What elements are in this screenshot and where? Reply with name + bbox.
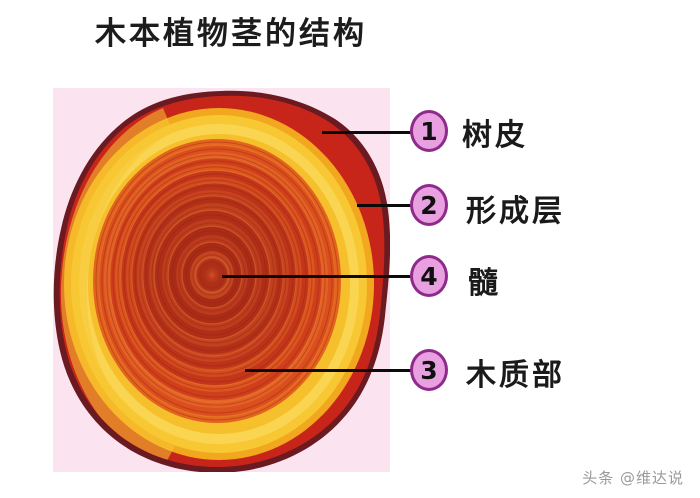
label-text-pith: 髓 <box>468 266 501 301</box>
leader-line-1 <box>322 131 412 134</box>
leader-line-4 <box>222 275 412 278</box>
label-badge-1[interactable]: 1 <box>410 110 448 152</box>
page-title: 木本植物茎的结构 <box>95 16 367 52</box>
watermark: 头条 @维达说 <box>582 469 684 487</box>
sapwood-sheen-left <box>60 108 175 467</box>
label-text-cambium: 形成层 <box>466 194 565 229</box>
tree-trunk-cross-section-image <box>53 88 390 472</box>
label-text-xylem: 木质部 <box>466 358 565 393</box>
trunk-svg <box>53 90 390 472</box>
label-text-bark: 树皮 <box>462 118 528 153</box>
trunk-rings-group <box>60 108 374 467</box>
label-badge-3[interactable]: 3 <box>410 349 448 391</box>
label-badge-2[interactable]: 2 <box>410 184 448 226</box>
annual-ring-striations <box>95 141 339 421</box>
pith-core <box>204 266 220 284</box>
leader-line-3 <box>245 369 413 372</box>
leader-line-2 <box>357 204 413 207</box>
label-badge-4[interactable]: 4 <box>410 255 448 297</box>
